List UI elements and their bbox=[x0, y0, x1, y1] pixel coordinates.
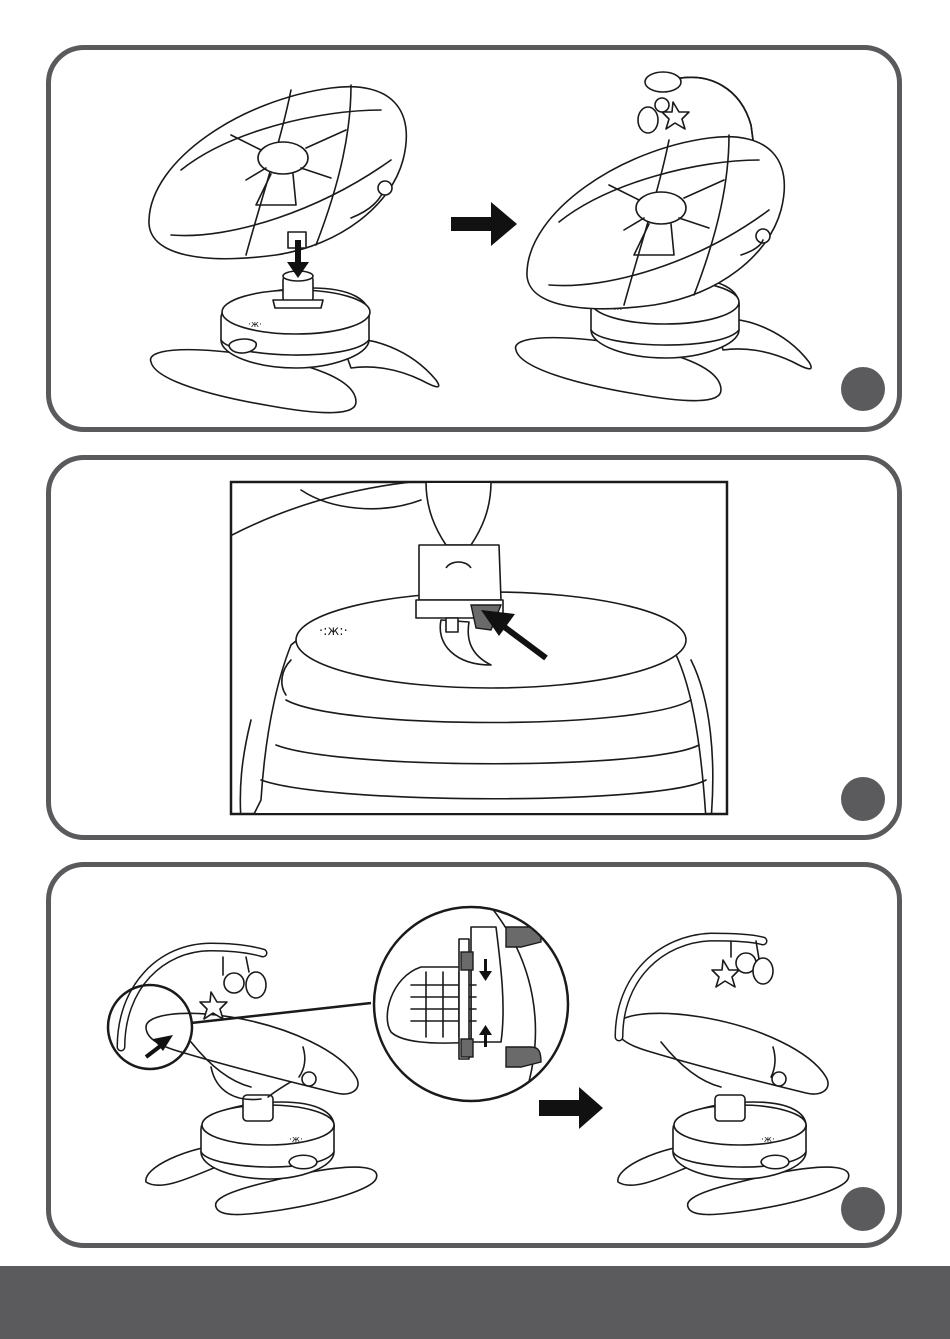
right-arrow-icon bbox=[451, 202, 517, 246]
step-indicator-dot bbox=[841, 777, 885, 821]
svg-text:·ж·: ·ж· bbox=[248, 320, 262, 330]
footer-bar bbox=[0, 1266, 950, 1339]
svg-text:·ж·: ·ж· bbox=[289, 1135, 303, 1145]
svg-text:·ж·: ·ж· bbox=[761, 1135, 775, 1145]
swing-right-toy-bar-attached: ·ж· bbox=[616, 937, 849, 1215]
step-panel-3: ·ж· bbox=[46, 862, 902, 1248]
step-panel-1: ·ж· bbox=[46, 45, 902, 432]
step-3-illustration: ·ж· bbox=[51, 867, 897, 1243]
swing-seat-left: ·ж· bbox=[149, 85, 439, 413]
step-indicator-dot bbox=[841, 367, 885, 411]
step-1-illustration: ·ж· bbox=[51, 50, 897, 427]
right-arrow-icon bbox=[539, 1087, 603, 1129]
connector-closeup-frame: ·:ж:· bbox=[231, 482, 727, 820]
swing-left-inserting-bar: ·ж· bbox=[108, 947, 377, 1215]
assembled-swing-right: ·ж· bbox=[516, 72, 812, 401]
toy-bar-clip-magnified-detail bbox=[374, 907, 568, 1107]
step-indicator-dot bbox=[841, 1187, 885, 1231]
step-panel-2: ·:ж:· bbox=[46, 455, 902, 840]
step-2-illustration: ·:ж:· bbox=[51, 460, 897, 835]
svg-text:·:ж:·: ·:ж:· bbox=[319, 624, 348, 639]
